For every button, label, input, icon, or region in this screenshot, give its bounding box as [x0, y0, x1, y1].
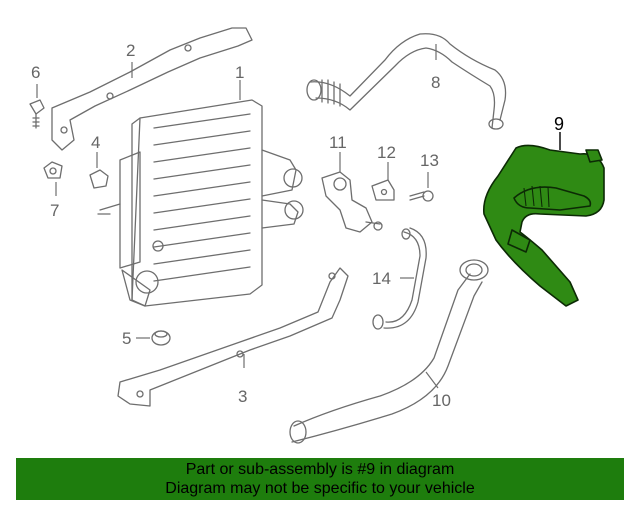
- part-8-tube: [306, 33, 507, 130]
- part-7-nut: [43, 161, 63, 196]
- callout-4: 4: [91, 133, 100, 152]
- part-10-tube: [289, 259, 489, 444]
- part-2-upper-bracket: [51, 27, 253, 151]
- callout-5: 5: [122, 329, 131, 348]
- parts-diagram: 1 2 3 4 5 6 7 8 9 10 11 12 13 14: [29, 27, 605, 444]
- part-12-bracket: [371, 162, 395, 201]
- callout-11: 11: [329, 133, 347, 152]
- info-banner: Part or sub-assembly is #9 in diagram Di…: [16, 458, 624, 500]
- callout-12: 12: [377, 143, 396, 162]
- callout-14: 14: [372, 269, 391, 288]
- part-4-clip: [89, 152, 109, 189]
- callout-2: 2: [126, 41, 135, 60]
- part-14-hose: [372, 227, 427, 330]
- callout-13: 13: [420, 151, 439, 170]
- callout-8: 8: [431, 73, 440, 92]
- callout-9: 9: [554, 114, 564, 134]
- banner-line-1: Part or sub-assembly is #9 in diagram: [185, 461, 455, 478]
- part-3-lower-bracket: [117, 267, 349, 407]
- callout-1: 1: [235, 63, 244, 82]
- callout-7: 7: [50, 201, 59, 220]
- part-11-sensor: [321, 152, 383, 233]
- part-6-bolt: [29, 84, 45, 129]
- callout-6: 6: [31, 63, 40, 82]
- part-13-bolt: [409, 172, 434, 202]
- part-5-grommet: [136, 330, 171, 346]
- part-9-hose-highlighted: [482, 132, 605, 307]
- callout-10: 10: [432, 391, 451, 410]
- banner-line-2: Diagram may not be specific to your vehi…: [165, 480, 475, 497]
- part-1-intercooler: [97, 80, 304, 307]
- callout-3: 3: [238, 387, 247, 406]
